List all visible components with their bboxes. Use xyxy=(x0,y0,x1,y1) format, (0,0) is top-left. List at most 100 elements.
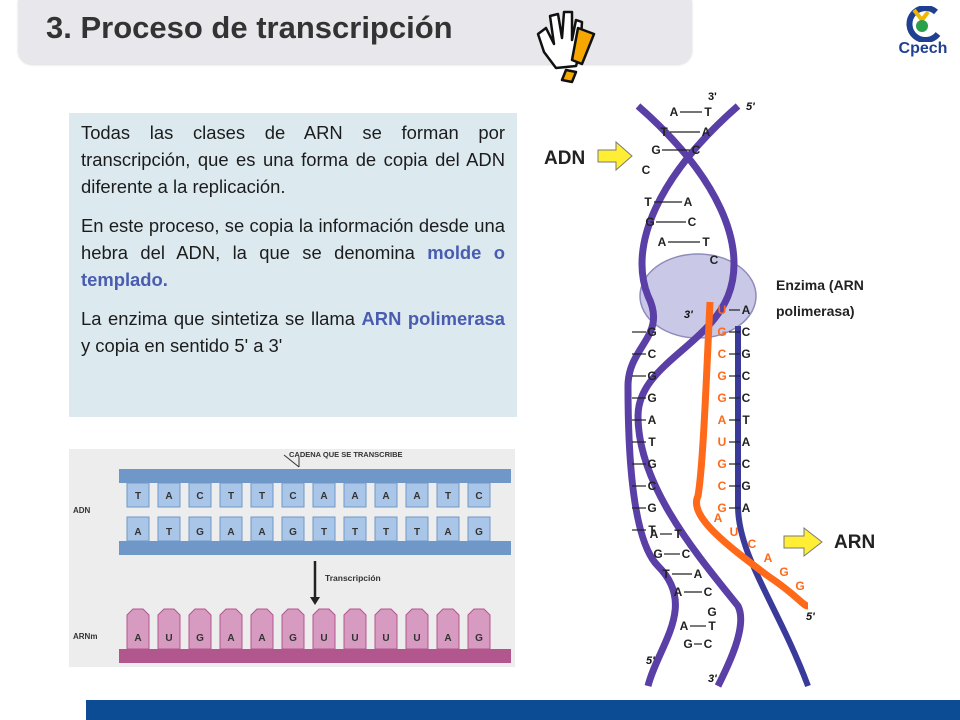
template-base-letter: C xyxy=(289,491,296,502)
rna-base-block xyxy=(157,608,181,650)
helix-rna-base: C xyxy=(718,347,727,361)
helix-lower-base: G xyxy=(707,605,716,619)
coding-base-letter: A xyxy=(258,527,265,538)
template-base-block xyxy=(436,482,460,508)
helix-dna-base: G xyxy=(741,347,750,361)
coding-base-letter: A xyxy=(134,527,141,538)
helix-rna-base: G xyxy=(717,369,726,383)
arnm-row-label: ARNm xyxy=(73,632,97,641)
coding-base-block xyxy=(126,516,150,542)
coding-base-letter: T xyxy=(383,527,389,538)
logo-text: Cpech xyxy=(898,40,948,57)
template-strand-backbone xyxy=(119,469,511,483)
helix-upper-base: T xyxy=(660,125,668,139)
paragraph-1: Todas las clases de ARN se forman por tr… xyxy=(81,122,505,197)
rna-base-letter: A xyxy=(444,633,451,644)
helix-dna-base: C xyxy=(742,391,751,405)
term-molde-templado: molde o templado. xyxy=(81,242,505,290)
coding-base-letter: G xyxy=(196,527,204,538)
template-base-letter: T xyxy=(228,491,234,502)
template-base-letter: A xyxy=(351,491,358,502)
helix-upper-base: C xyxy=(688,215,697,229)
dna-strand-a xyxy=(634,103,745,688)
helix-lower-base: T xyxy=(708,619,716,633)
helix-lower-base: A xyxy=(650,527,659,541)
helix-lower-base: A xyxy=(680,619,689,633)
helix-upper-base: T xyxy=(704,105,712,119)
helix-lower-base: G xyxy=(653,547,662,561)
helix-left-base: G xyxy=(647,391,656,405)
template-base-letter: C xyxy=(475,491,482,502)
template-base-block xyxy=(250,482,274,508)
coding-base-letter: A xyxy=(444,527,451,538)
coding-base-block xyxy=(436,516,460,542)
transcription-diagram: CADENA QUE SE TRANSCRIBE ADN ARNm Transc… xyxy=(69,449,515,667)
rna-base-letter: A xyxy=(258,633,265,644)
rna-base-block xyxy=(219,608,243,650)
template-base-block xyxy=(312,482,336,508)
enzyme-label-line2: polimerasa) xyxy=(776,303,855,319)
rna-base-block xyxy=(374,608,398,650)
term-arn-polimerasa: ARN polimerasa xyxy=(361,308,506,329)
rna-base-letter: G xyxy=(289,633,297,644)
template-base-block xyxy=(157,482,181,508)
coding-base-letter: T xyxy=(414,527,420,538)
rna-base-block xyxy=(281,608,305,650)
template-base-letter: C xyxy=(196,491,203,502)
paragraph-2-text: En este proceso, se copia la información… xyxy=(81,215,505,263)
helix-dna-base: A xyxy=(742,303,751,317)
template-base-letter: A xyxy=(382,491,389,502)
template-base-block xyxy=(188,482,212,508)
rna-strand xyxy=(693,301,809,610)
coding-base-block xyxy=(188,516,212,542)
rna-base-letter: G xyxy=(475,633,483,644)
helix-left-base: T xyxy=(648,435,656,449)
template-base-letter: T xyxy=(135,491,141,502)
helix-dna-base: T xyxy=(742,413,750,427)
rna-base-block xyxy=(436,608,460,650)
label-5prime-bottom: 5' xyxy=(646,655,655,667)
template-base-block xyxy=(374,482,398,508)
coding-base-block xyxy=(281,516,305,542)
helix-upper-base: A xyxy=(684,195,693,209)
rna-base-letter: U xyxy=(413,633,420,644)
helix-lower-base: A xyxy=(694,567,703,581)
helix-lower-base: A xyxy=(674,585,683,599)
rna-base-block xyxy=(405,608,429,650)
enzyme-label-line1: Enzima (ARN xyxy=(776,277,864,293)
coding-base-block xyxy=(405,516,429,542)
coding-base-block xyxy=(250,516,274,542)
helix-upper-base: A xyxy=(702,125,711,139)
helix-rna-base: U xyxy=(718,303,727,317)
helix-rna-base: G xyxy=(717,391,726,405)
coding-base-letter: T xyxy=(321,527,327,538)
template-base-letter: T xyxy=(445,491,451,502)
rna-base-letter: U xyxy=(165,633,172,644)
coding-base-letter: A xyxy=(227,527,234,538)
arn-pointer-arrow xyxy=(783,526,823,558)
helix-upper-base: T xyxy=(702,235,710,249)
rna-tail-base: G xyxy=(779,565,788,579)
helix-dna-base: C xyxy=(742,325,751,339)
label-5prime-arn: 5' xyxy=(806,611,815,623)
template-base-block xyxy=(405,482,429,508)
label-5prime-top: 5' xyxy=(746,101,755,113)
template-base-letter: A xyxy=(165,491,172,502)
helix-dna-base: C xyxy=(742,369,751,383)
helix-left-base: T xyxy=(648,523,656,537)
arn-label: ARN xyxy=(834,532,875,553)
helix-upper-base: G xyxy=(645,215,654,229)
label-3prime-mid: 3' xyxy=(684,309,693,321)
helix-dna-base: C xyxy=(742,457,751,471)
rna-base-block xyxy=(250,608,274,650)
template-base-block xyxy=(219,482,243,508)
pointing-hand-icon xyxy=(536,10,596,84)
dna-strand-b xyxy=(624,103,741,687)
helix-left-base: G xyxy=(647,501,656,515)
